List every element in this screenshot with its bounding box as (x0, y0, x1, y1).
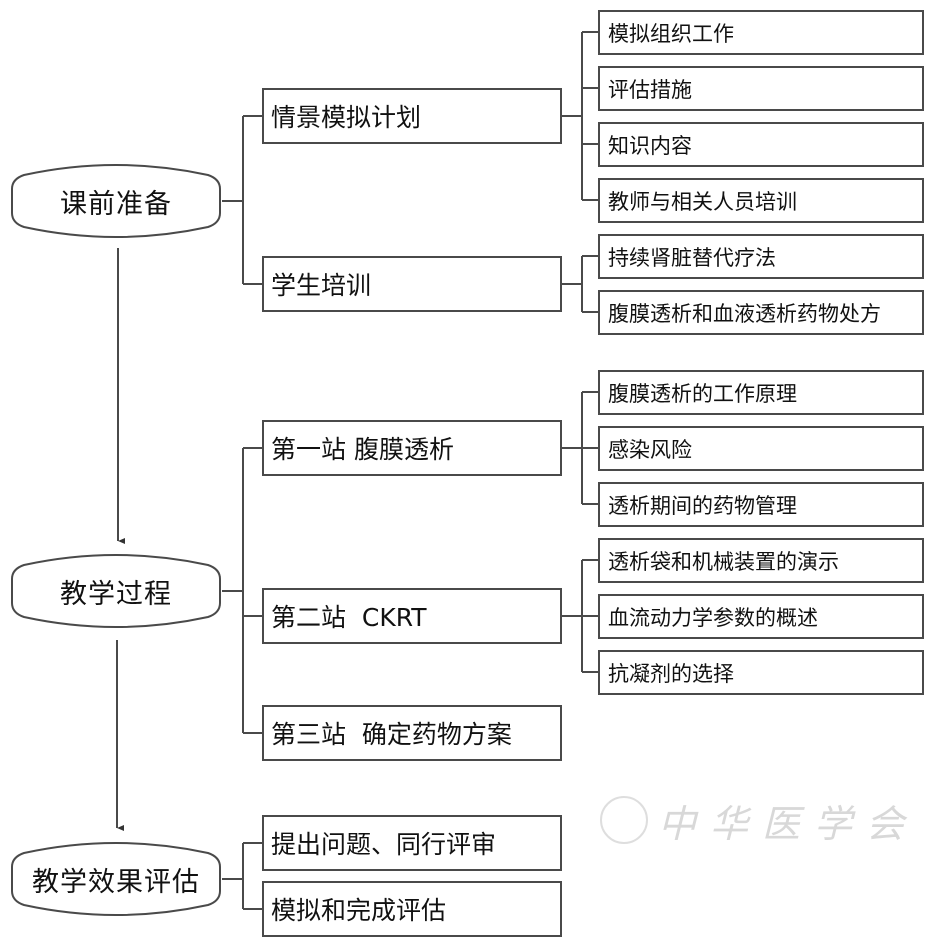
leaf-item: 透析期间的药物管理 (598, 482, 924, 527)
leaf-item: 腹膜透析和血液透析药物处方 (598, 290, 924, 335)
stage-node-evaluation: 教学效果评估 (10, 839, 222, 919)
connector-station1 (562, 391, 598, 505)
node-questions-peer-review: 提出问题、同行评审 (262, 815, 562, 871)
leaf-item: 腹膜透析的工作原理 (598, 370, 924, 415)
leaf-item: 教师与相关人员培训 (598, 178, 924, 223)
connector-training (562, 255, 598, 313)
stage-label: 教学效果评估 (32, 866, 200, 898)
leaf-item: 知识内容 (598, 122, 924, 167)
terminator-shape (11, 842, 221, 916)
node-station-3: 第三站 确定药物方案 (262, 705, 562, 761)
stage-node-pre-class: 课前准备 (10, 161, 222, 241)
stage-node-teaching-process: 教学过程 (10, 551, 222, 631)
node-scenario-plan: 情景模拟计划 (262, 88, 562, 144)
leaf-item: 抗凝剂的选择 (598, 650, 924, 695)
terminator-shape (11, 554, 221, 628)
connector-station2 (562, 559, 598, 673)
leaf-item: 感染风险 (598, 426, 924, 471)
leaf-item: 评估措施 (598, 66, 924, 111)
node-station-2: 第二站 CKRT (262, 588, 562, 644)
stage-label: 教学过程 (60, 578, 172, 610)
node-simulation-assessment: 模拟和完成评估 (262, 881, 562, 937)
terminator-shape (11, 164, 221, 238)
connector-stage2 (222, 447, 262, 734)
leaf-item: 模拟组织工作 (598, 10, 924, 55)
leaf-item: 持续肾脏替代疗法 (598, 234, 924, 279)
stage-label: 课前准备 (60, 188, 172, 220)
node-station-1: 第一站 腹膜透析 (262, 420, 562, 476)
connector-plan (562, 31, 598, 201)
leaf-item: 透析袋和机械装置的演示 (598, 538, 924, 583)
node-student-training: 学生培训 (262, 256, 562, 312)
leaf-item: 血流动力学参数的概述 (598, 594, 924, 639)
connector-stage1 (222, 115, 262, 285)
connector-stage3 (222, 842, 262, 910)
